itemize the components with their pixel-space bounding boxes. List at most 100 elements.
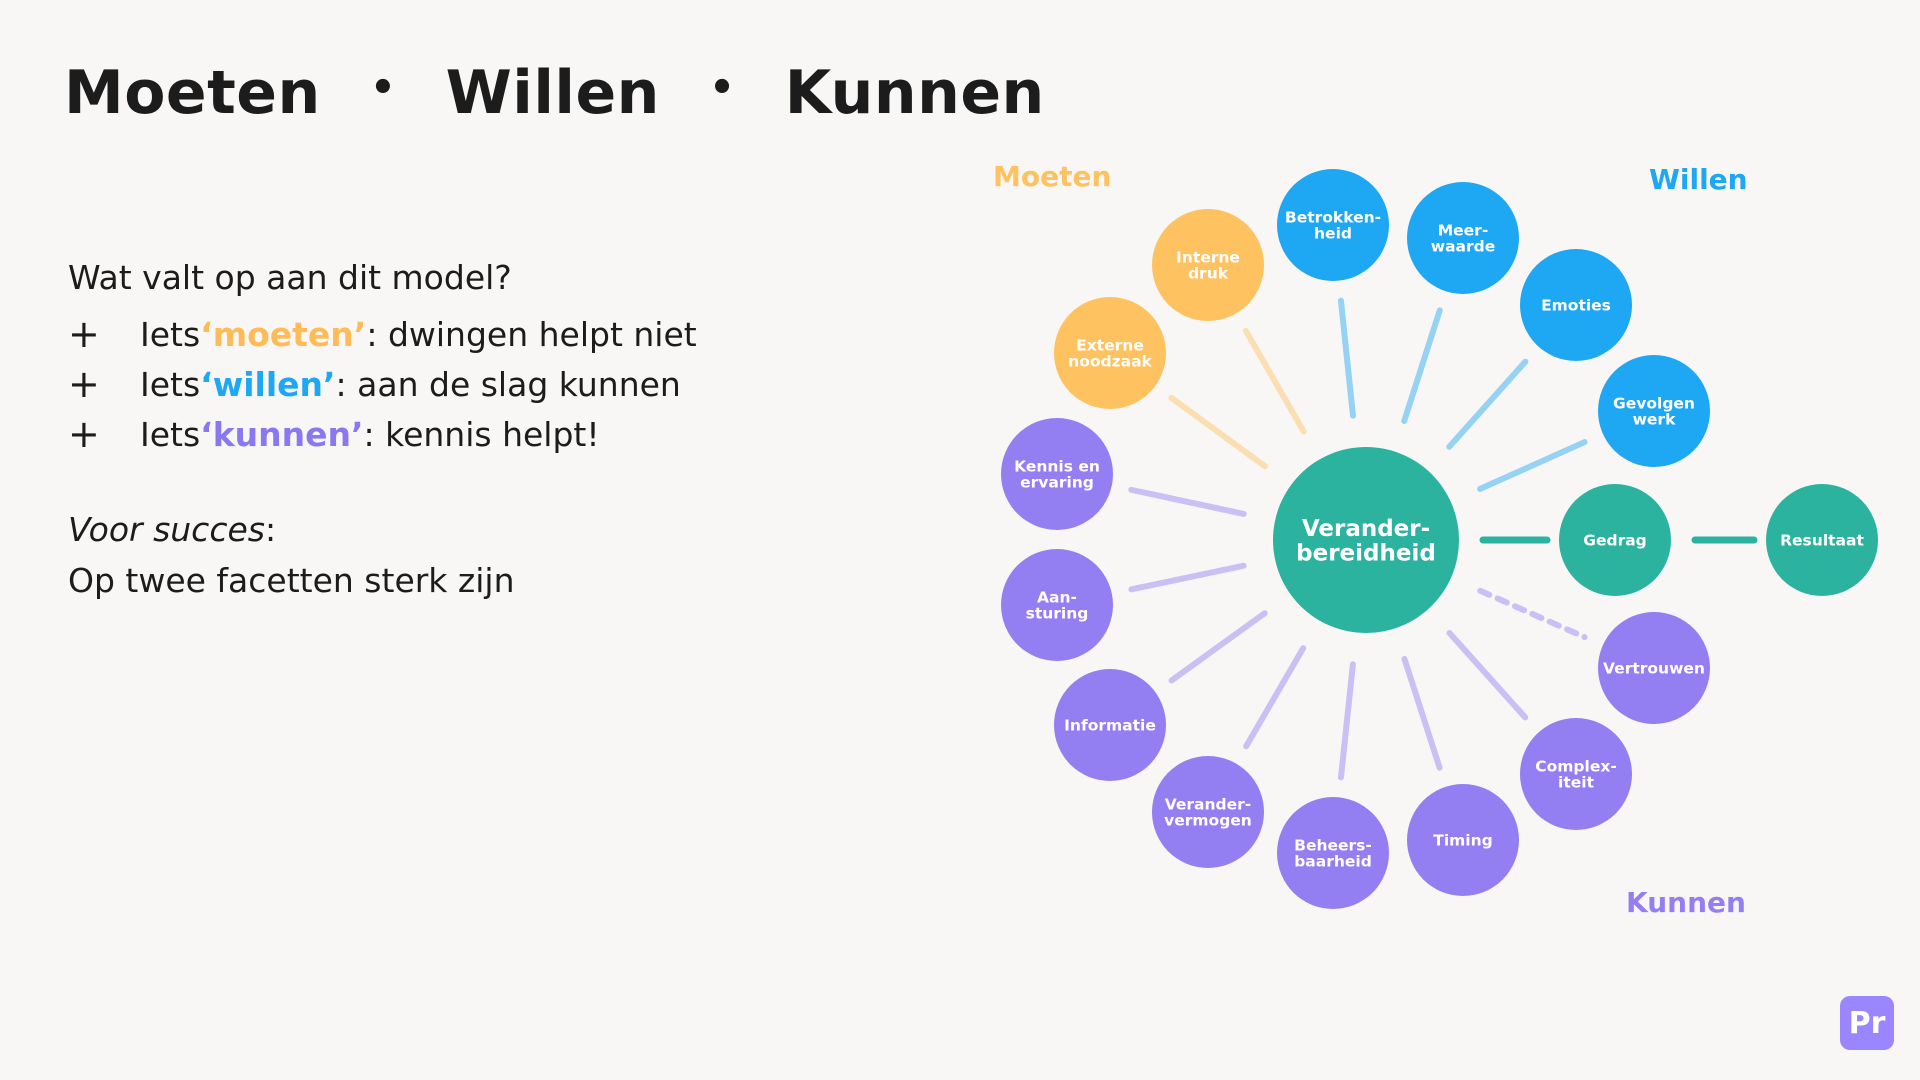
node-label: heid xyxy=(1314,225,1352,243)
success-colon: : xyxy=(264,510,277,549)
node-circle xyxy=(1152,209,1264,321)
node-emoties: Emoties xyxy=(1520,249,1632,361)
plus-icon: + xyxy=(68,362,100,406)
node-label: noodzaak xyxy=(1068,353,1152,371)
node-meerwaarde: Meer-waarde xyxy=(1407,182,1519,294)
node-label: sturing xyxy=(1026,605,1089,623)
bullet-list: + Iets ‘moeten’ : dwingen helpt niet + I… xyxy=(68,309,697,459)
plus-icon: + xyxy=(68,412,100,456)
node-resultaat: Resultaat xyxy=(1766,484,1878,596)
edge-center-betrokkenheid xyxy=(1337,297,1356,419)
bullet-prefix: Iets xyxy=(140,314,201,354)
question-block: Wat valt op aan dit model? + Iets ‘moete… xyxy=(68,258,697,459)
node-label: vermogen xyxy=(1164,812,1252,830)
bullet-keyword: ‘kunnen’ xyxy=(200,414,364,454)
node-label: Betrokken- xyxy=(1285,208,1381,226)
premiere-logo: Pr xyxy=(1840,996,1894,1050)
node-label: Emoties xyxy=(1541,297,1611,315)
edge-center-meerwaarde xyxy=(1401,307,1443,424)
node-beheersbaarheid: Beheers-baarheid xyxy=(1277,797,1389,909)
edge-center-kennis-ervaring xyxy=(1128,486,1247,517)
edge-center-gevolgen-werk xyxy=(1477,439,1588,492)
node-circle xyxy=(1407,784,1519,896)
edge-center-emoties xyxy=(1446,358,1529,450)
node-circle xyxy=(1407,182,1519,294)
node-label: Timing xyxy=(1433,832,1492,850)
edge-center-complexiteit xyxy=(1446,630,1529,721)
node-circle xyxy=(1598,355,1710,467)
edge-center-timing xyxy=(1401,655,1443,771)
node-label: Complex- xyxy=(1535,757,1617,775)
node-vertrouwen: Vertrouwen xyxy=(1598,612,1710,724)
edge-center-informatie xyxy=(1168,610,1268,684)
group-label-willen: Willen xyxy=(1649,163,1748,196)
success-block: Voor succes: Op twee facetten sterk zijn xyxy=(68,510,514,600)
node-circle xyxy=(1273,447,1459,633)
node-label: bereidheid xyxy=(1296,540,1436,566)
node-verandervermogen: Verander-vermogen xyxy=(1152,756,1264,868)
success-text: Op twee facetten sterk zijn xyxy=(68,561,515,600)
node-aansturing: Aan-sturing xyxy=(1001,549,1113,661)
node-circle xyxy=(1520,249,1632,361)
node-gedrag: Gedrag xyxy=(1559,484,1671,596)
node-label: Informatie xyxy=(1064,717,1156,735)
title-willen: Willen xyxy=(445,58,660,128)
node-circle xyxy=(1520,718,1632,830)
node-informatie: Informatie xyxy=(1054,669,1166,781)
node-circle xyxy=(1054,669,1166,781)
node-label: Verander- xyxy=(1165,795,1251,813)
node-complexiteit: Complex-iteit xyxy=(1520,718,1632,830)
group-label-kunnen: Kunnen xyxy=(1626,886,1746,919)
edge-center-verandervermogen xyxy=(1243,645,1307,750)
bullet-willen: + Iets ‘willen’ : aan de slag kunnen xyxy=(68,359,697,409)
node-label: Resultaat xyxy=(1780,532,1864,550)
nodes-layer: Verander-bereidheidInternedrukExternenoo… xyxy=(1001,169,1878,909)
bullet-prefix: Iets xyxy=(140,414,201,454)
question-text: Wat valt op aan dit model? xyxy=(68,258,512,297)
node-label: Beheers- xyxy=(1294,836,1372,854)
edge-center-interne-druk xyxy=(1242,327,1307,435)
node-timing: Timing xyxy=(1407,784,1519,896)
node-circle xyxy=(1001,549,1113,661)
success-label-text: Voor succes xyxy=(68,510,265,549)
node-circle xyxy=(1559,484,1671,596)
node-label: Kennis en xyxy=(1014,457,1100,475)
node-label: Aan- xyxy=(1037,588,1077,606)
node-label: Externe xyxy=(1076,336,1144,354)
node-label: baarheid xyxy=(1294,853,1372,871)
node-circle xyxy=(1598,612,1710,724)
node-circle xyxy=(1277,797,1389,909)
edge-center-vertrouwen xyxy=(1477,587,1588,641)
bullet-kunnen: + Iets ‘kunnen’ : kennis helpt! xyxy=(68,409,697,459)
node-label: werk xyxy=(1633,411,1676,429)
node-label: Gedrag xyxy=(1583,532,1647,550)
bullet-prefix: Iets xyxy=(140,364,201,404)
node-label: Interne xyxy=(1176,248,1240,266)
node-label: druk xyxy=(1188,265,1229,283)
bullet-suffix: : dwingen helpt niet xyxy=(366,314,697,354)
edge-center-beheersbaarheid xyxy=(1337,661,1356,781)
node-circle xyxy=(1152,756,1264,868)
node-circle xyxy=(1766,484,1878,596)
node-label: Verander- xyxy=(1302,516,1430,542)
node-label: ervaring xyxy=(1020,474,1094,492)
edge-center-externe-noodzaak xyxy=(1168,394,1269,470)
group-label-moeten: Moeten xyxy=(993,160,1111,193)
node-label: Vertrouwen xyxy=(1603,660,1705,678)
edges-layer xyxy=(1128,297,1758,781)
bullet-suffix: : aan de slag kunnen xyxy=(335,364,681,404)
bullet-suffix: : kennis helpt! xyxy=(363,414,600,454)
title-kunnen: Kunnen xyxy=(784,58,1045,128)
node-betrokkenheid: Betrokken-heid xyxy=(1277,169,1389,281)
node-label: Gevolgen xyxy=(1613,394,1695,412)
node-label: waarde xyxy=(1431,238,1496,256)
node-circle xyxy=(1054,297,1166,409)
node-circle xyxy=(1277,169,1389,281)
title-separator-2: • xyxy=(709,65,736,112)
node-center: Verander-bereidheid xyxy=(1273,447,1459,633)
